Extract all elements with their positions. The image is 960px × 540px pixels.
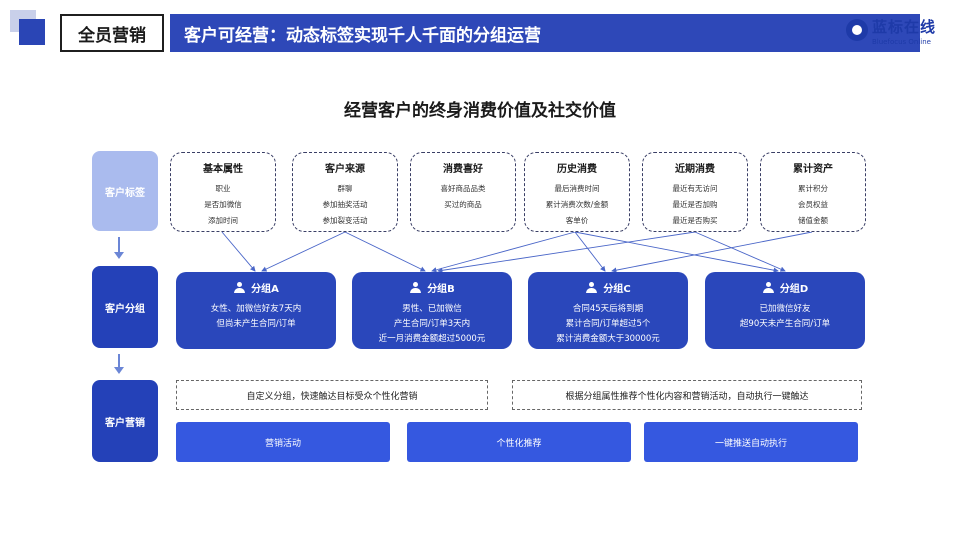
attribute-item: 累计消费次数/金额 <box>545 200 609 209</box>
users-icon <box>762 282 776 293</box>
logo-square-dark <box>19 19 45 45</box>
section-tag: 全员营销 <box>60 14 164 52</box>
attribute-item: 累计积分 <box>798 184 828 193</box>
group-rule: 超90天未产生合同/订单 <box>739 319 831 329</box>
attribute-item: 职业 <box>215 184 231 193</box>
marketing-row-text: 客户营销 <box>105 417 145 429</box>
marketing-note-right: 根据分组属性推荐个性化内容和营销活动，自动执行一键触达 <box>512 380 862 410</box>
attribute-title: 累计资产 <box>793 164 833 175</box>
group-rule: 累计合同/订单超过5个 <box>565 319 651 329</box>
group-card-a: 分组A 女性、加微信好友7天内 但尚未产生合同/订单 <box>176 272 336 349</box>
attribute-title: 基本属性 <box>203 164 243 175</box>
connector-line <box>344 231 426 272</box>
group-rule: 产生合同/订单3天内 <box>393 319 471 329</box>
brand-name: 蓝标在线 <box>872 18 937 36</box>
group-card-b: 分组B 男性、已加微信 产生合同/订单3天内 近一月消费金额超过5000元 <box>352 272 512 349</box>
attribute-title: 历史消费 <box>557 164 597 175</box>
group-rule: 合同45天后将到期 <box>572 304 644 314</box>
group-rule: 已加微信好友 <box>759 304 811 314</box>
diagram-title: 经营客户的终身消费价值及社交价值 <box>344 101 616 121</box>
attribute-item: 最近是否加购 <box>672 200 718 209</box>
users-icon <box>409 282 423 293</box>
users-icon <box>233 282 247 293</box>
group-rule: 累计消费金额大于30000元 <box>556 334 660 344</box>
marketing-action-1: 营销活动 <box>176 422 390 462</box>
connector-line <box>694 231 786 272</box>
group-row-text: 客户分组 <box>105 303 145 315</box>
group-card-c: 分组C 合同45天后将到期 累计合同/订单超过5个 累计消费金额大于30000元 <box>528 272 688 349</box>
page-heading: 客户可经营：动态标签实现千人千面的分组运营 <box>184 25 541 46</box>
attribute-item: 最后消费时间 <box>554 184 600 193</box>
attribute-item: 会员权益 <box>798 200 828 209</box>
connector-line <box>221 231 256 272</box>
group-rule: 但尚未产生合同/订单 <box>216 319 296 329</box>
attribute-title: 消费喜好 <box>443 164 483 175</box>
connector-line <box>437 231 696 273</box>
down-arrow-icon <box>114 237 124 259</box>
connector-line <box>261 231 346 272</box>
marketing-action-3: 一键推送自动执行 <box>644 422 858 462</box>
users-icon <box>585 282 599 293</box>
attribute-title: 近期消费 <box>675 164 715 175</box>
group-name: 分组A <box>251 284 279 295</box>
attribute-box-history: 历史消费 最后消费时间 累计消费次数/金额 客单价 <box>524 152 630 232</box>
brand-mark-icon <box>846 19 868 41</box>
attribute-box-recent: 近期消费 最近有无访问 最近是否加购 最近是否购买 <box>642 152 748 232</box>
connector-line <box>574 231 779 273</box>
attribute-item: 喜好商品品类 <box>440 184 486 193</box>
attribute-item: 添加时间 <box>208 216 238 225</box>
attribute-item: 最近是否购买 <box>672 216 718 225</box>
group-name: 分组D <box>779 284 809 295</box>
group-name: 分组B <box>427 284 455 295</box>
connector-line <box>431 231 576 273</box>
down-arrow-icon <box>114 354 124 374</box>
group-name: 分组C <box>603 284 631 295</box>
marketing-action-2: 个性化推荐 <box>407 422 631 462</box>
attribute-box-basic: 基本属性 职业 是否加微信 添加时间 <box>170 152 276 232</box>
attribute-item: 是否加微信 <box>204 200 242 209</box>
brand-subtitle: Bluefocus Online <box>872 38 931 46</box>
label-row-header: 客户标签 <box>92 151 158 231</box>
attribute-item: 群聊 <box>337 184 353 193</box>
attribute-item: 参加裂变活动 <box>322 216 368 225</box>
brand-logo: 蓝标在线 Bluefocus Online <box>846 14 956 54</box>
group-rule: 近一月消费金额超过5000元 <box>378 334 486 344</box>
group-rule: 男性、已加微信 <box>402 304 462 314</box>
connector-line <box>611 231 813 273</box>
attribute-item: 最近有无访问 <box>672 184 718 193</box>
header-banner: 客户可经营：动态标签实现千人千面的分组运营 <box>170 14 920 52</box>
attribute-box-assets: 累计资产 累计积分 会员权益 储值金额 <box>760 152 866 232</box>
attribute-item: 客单价 <box>565 216 589 225</box>
group-row-header: 客户分组 <box>92 266 158 348</box>
attribute-item: 参加抽奖活动 <box>322 200 368 209</box>
attribute-box-preference: 消费喜好 喜好商品品类 买过的商品 <box>410 152 516 232</box>
attribute-title: 客户来源 <box>325 164 365 175</box>
group-card-d: 分组D 已加微信好友 超90天未产生合同/订单 <box>705 272 865 349</box>
group-rule: 女性、加微信好友7天内 <box>210 304 302 314</box>
marketing-row-header: 客户营销 <box>92 380 158 462</box>
label-row-text: 客户标签 <box>105 187 145 199</box>
connector-line <box>574 231 606 272</box>
attribute-box-source: 客户来源 群聊 参加抽奖活动 参加裂变活动 <box>292 152 398 232</box>
marketing-note-left: 自定义分组，快速触达目标受众个性化营销 <box>176 380 488 410</box>
attribute-item: 买过的商品 <box>444 200 482 209</box>
attribute-item: 储值金额 <box>798 216 828 225</box>
